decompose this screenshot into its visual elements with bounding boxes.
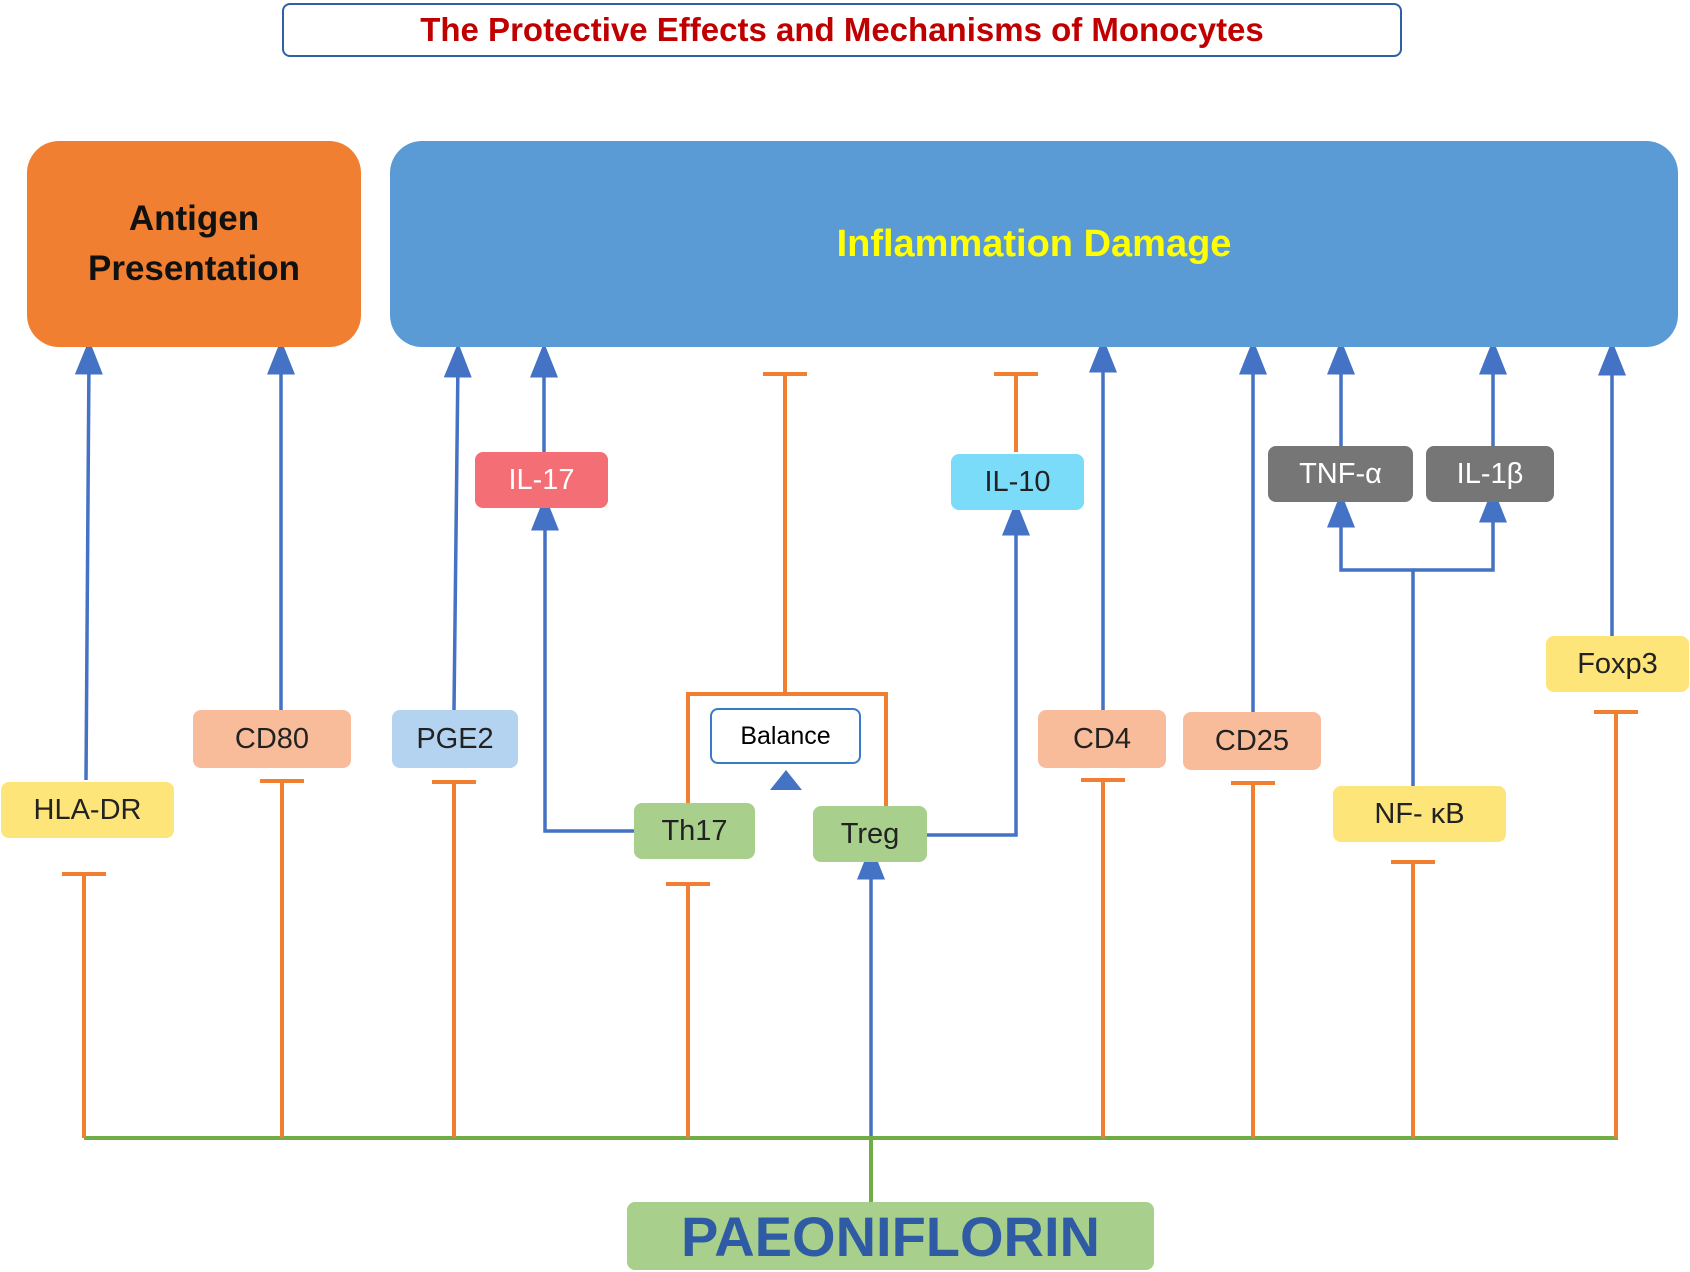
cd4-node: CD4 — [1038, 710, 1166, 768]
th17-node: Th17 — [634, 803, 755, 859]
antigen-presentation-line1: Antigen — [128, 199, 260, 238]
inflammation-damage-box: Inflammation Damage — [390, 141, 1678, 347]
diagram-title-box: The Protective Effects and Mechanisms of… — [282, 3, 1402, 57]
inhibition-lines — [62, 372, 1638, 1138]
il17-node: IL-17 — [475, 452, 608, 508]
paeoniflorin-label: PAEONIFLORIN — [681, 1204, 1100, 1268]
pge2-node: PGE2 — [392, 710, 518, 768]
nf-kb-node: NF- κB — [1333, 786, 1506, 842]
cd25-node: CD25 — [1183, 712, 1321, 770]
antigen-presentation-line2: Presentation — [88, 249, 300, 288]
foxp3-node: Foxp3 — [1546, 636, 1689, 692]
antigen-presentation-box: Antigen Presentation — [27, 141, 361, 347]
hla-dr-node: HLA-DR — [1, 782, 174, 838]
il10-node: IL-10 — [951, 454, 1084, 510]
balance-triangle-icon — [770, 770, 802, 790]
balance-label: Balance — [740, 721, 831, 750]
inflammation-damage-label: Inflammation Damage — [836, 222, 1232, 265]
il1-beta-node: IL-1β — [1426, 446, 1554, 502]
paeoniflorin-box: PAEONIFLORIN — [627, 1202, 1154, 1270]
promotion-arrows — [74, 337, 1626, 1136]
balance-label-box: Balance — [710, 708, 861, 764]
diagram-title: The Protective Effects and Mechanisms of… — [420, 11, 1264, 48]
tnf-alpha-node: TNF-α — [1268, 446, 1413, 502]
treg-node: Treg — [813, 806, 927, 862]
cd80-node: CD80 — [193, 710, 351, 768]
base-line — [84, 1136, 1618, 1205]
